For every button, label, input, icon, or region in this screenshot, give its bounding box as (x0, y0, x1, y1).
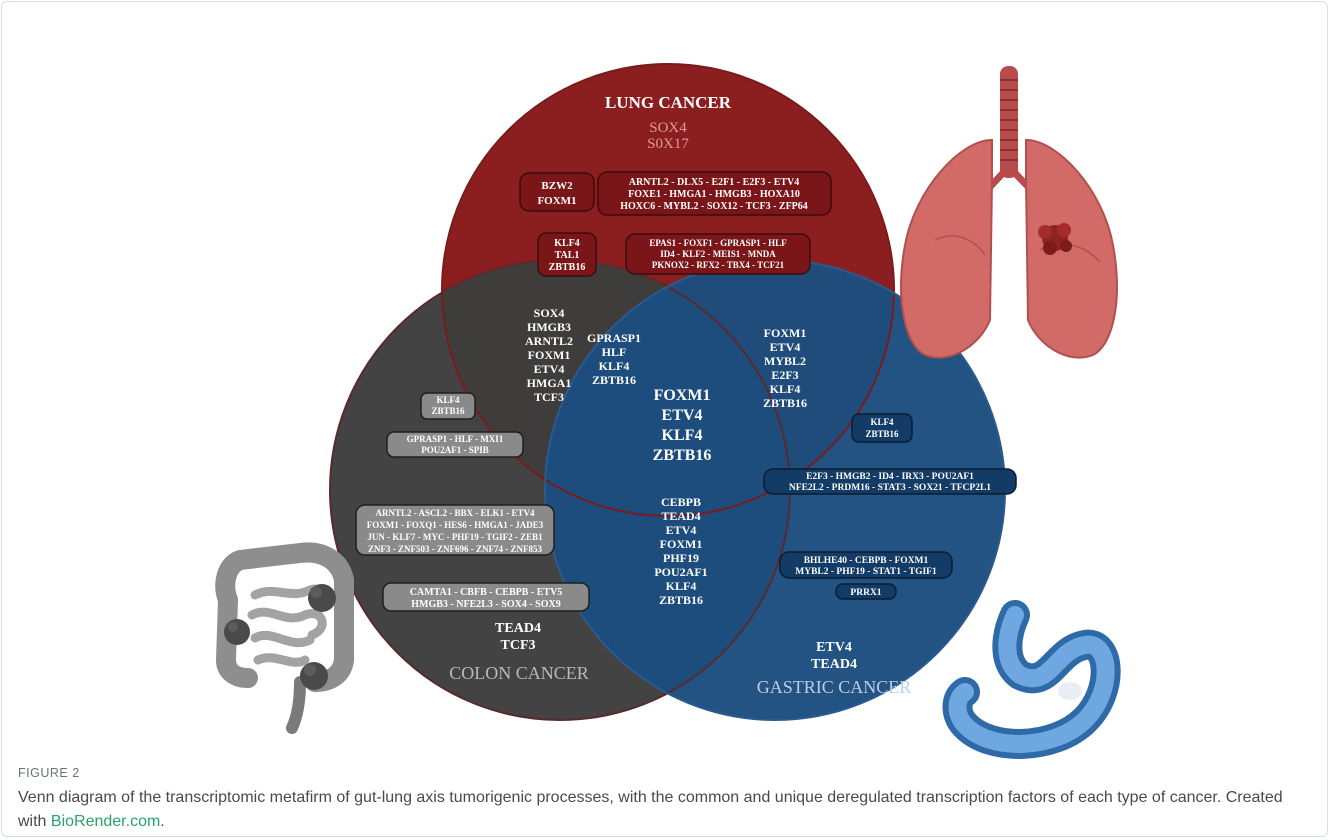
gastric-box-4 (835, 583, 897, 600)
lung-unique-sox4: SOX4 (649, 120, 687, 136)
lung-box-2 (597, 171, 832, 216)
colon-title: COLON CANCER (449, 663, 589, 683)
colon-gastric-item: POU2AF1 (654, 565, 707, 579)
lung-box-1-line: FOXM1 (537, 195, 576, 207)
lung-gastric-item: MYBL2 (764, 354, 806, 368)
colon-box-2 (386, 431, 524, 458)
lung-colon-item: FOXM1 (528, 348, 571, 362)
colon-box-3-line: JUN - KLF7 - MYC - PHF19 - TGIF2 - ZEB1 (367, 532, 543, 542)
lung-box-2-line: ARNTL2 - DLX5 - E2F1 - E2F3 - ETV4 (629, 177, 800, 188)
lungs-illustration (900, 66, 1118, 359)
lung-colon-item: TCF3 (534, 390, 564, 404)
lung-gastric-item: KLF4 (770, 382, 801, 396)
center-common-item: ZBTB16 (653, 447, 712, 464)
colon-box-1 (420, 392, 476, 420)
lung-colon-item: KLF4 (599, 359, 630, 373)
gastric-unique-item: TEAD4 (811, 657, 857, 672)
lung-box-2-line: FOXE1 - HMGA1 - HMGB3 - HOXA10 (628, 189, 800, 200)
colon-gastric-item: CEBPB (661, 495, 701, 509)
lung-box-3-line: ZBTB16 (549, 262, 586, 273)
lung-colon-item: ZBTB16 (592, 373, 636, 387)
colon-box-1-line: KLF4 (436, 395, 460, 405)
center-common-item: KLF4 (662, 427, 703, 444)
gastric-box-3 (779, 551, 953, 579)
biorender-link[interactable]: BioRender.com (50, 813, 161, 830)
figure-caption: FIGURE 2 Venn diagram of the transcripto… (18, 766, 1308, 834)
colon-box-3-line: ARNTL2 - ASCL2 - BBX - ELK1 - ETV4 (375, 508, 535, 518)
lung-gastric-item: ZBTB16 (763, 396, 807, 410)
colon-unique-item: TEAD4 (495, 621, 541, 636)
lung-gastric-item: E2F3 (771, 368, 798, 382)
gastric-box-1-line: ZBTB16 (865, 429, 899, 439)
caption-end: . (160, 813, 165, 830)
colon-gastric-item: ZBTB16 (659, 593, 703, 607)
lung-gastric-item: FOXM1 (764, 326, 807, 340)
lung-colon-item: HLF (602, 345, 627, 359)
lung-title: LUNG CANCER (605, 93, 732, 112)
gastric-box-1-line: KLF4 (870, 417, 894, 427)
lung-colon-item: GPRASP1 (587, 331, 641, 345)
lung-box-4-line: EPAS1 - FOXF1 - GPRASP1 - HLF (649, 238, 787, 248)
colon-box-4-line: CAMTA1 - CBFB - CEBPB - ETV5 (410, 587, 563, 598)
colon-box-2-line: GPRASP1 - HLF - MXI1 (407, 434, 504, 444)
center-common-item: ETV4 (662, 407, 703, 424)
lung-colon-item: HMGA1 (527, 376, 572, 390)
lung-colon-item: ETV4 (534, 362, 565, 376)
venn-diagram: LUNG CANCER SOX4 S0X17 BZW2 FOXM1 ARNTL2… (215, 63, 1121, 759)
colon-box-3 (355, 504, 555, 556)
colon-box-3-line: ZNF3 - ZNF503 - ZNF696 - ZNF74 - ZNF853 (368, 544, 542, 554)
lung-box-3-line: TAL1 (555, 250, 580, 261)
gastric-box-2-line: E2F3 - HMGB2 - ID4 - IRX3 - POU2AF1 (806, 472, 974, 482)
figure-label: FIGURE 2 (18, 766, 80, 780)
gastric-box-2 (763, 468, 1017, 495)
lung-box-4-line: ID4 - KLF2 - MEIS1 - MNDA (660, 249, 776, 259)
center-common-item: FOXM1 (654, 387, 711, 404)
lung-circle-outline (441, 63, 895, 517)
lung-box-1-line: BZW2 (541, 180, 573, 192)
colon-gastric-item: KLF4 (666, 579, 697, 593)
colon-gastric-item: ETV4 (666, 523, 697, 537)
stomach-illustration (942, 600, 1121, 759)
colon-gastric-item: TEAD4 (661, 509, 700, 523)
lung-box-3-line: KLF4 (554, 238, 580, 249)
lung-colon-item: HMGB3 (527, 320, 571, 334)
gastric-box-1 (851, 413, 913, 443)
gastric-unique-item: ETV4 (816, 640, 852, 655)
lung-box-3 (537, 232, 597, 277)
gastric-box-3-line: BHLHE40 - CEBPB - FOXM1 (804, 556, 929, 566)
gastric-box-2-line: NFE2L2 - PRDM16 - STAT3 - SOX21 - TFCP2L… (789, 483, 991, 493)
colon-box-3-line: FOXM1 - FOXQ1 - HES6 - HMGA1 - JADE3 (367, 520, 544, 530)
lung-gastric-item: ETV4 (770, 340, 801, 354)
gastric-title: GASTRIC CANCER (757, 677, 912, 697)
intestine-illustration (215, 542, 354, 734)
caption-main: Venn diagram of the transcriptomic metaf… (18, 789, 1283, 830)
lung-box-2-line: HOXC6 - MYBL2 - SOX12 - TCF3 - ZFP64 (620, 201, 808, 212)
colon-box-4 (382, 582, 590, 612)
lung-box-1 (519, 172, 595, 212)
colon-gastric-item: FOXM1 (660, 537, 703, 551)
colon-box-2-line: POU2AF1 - SPIB (421, 445, 489, 455)
lung-box-4-line: PKNOX2 - RFX2 - TBX4 - TCF21 (652, 260, 785, 270)
gastric-box-4-line: PRRX1 (850, 588, 881, 598)
lung-colon-item: ARNTL2 (525, 334, 573, 348)
lung-box-4 (625, 233, 811, 275)
lung-colon-item: SOX4 (534, 306, 565, 320)
colon-box-4-line: HMGB3 - NFE2L3 - SOX4 - SOX9 (411, 599, 560, 610)
colon-gastric-item: PHF19 (663, 551, 699, 565)
lung-unique-sox17: S0X17 (647, 136, 689, 152)
figure-caption-text: Venn diagram of the transcriptomic metaf… (18, 786, 1308, 834)
colon-unique-item: TCF3 (501, 638, 536, 653)
gastric-box-3-line: MYBL2 - PHF19 - STAT1 - TGIF1 (795, 567, 937, 577)
colon-box-1-line: ZBTB16 (431, 406, 465, 416)
